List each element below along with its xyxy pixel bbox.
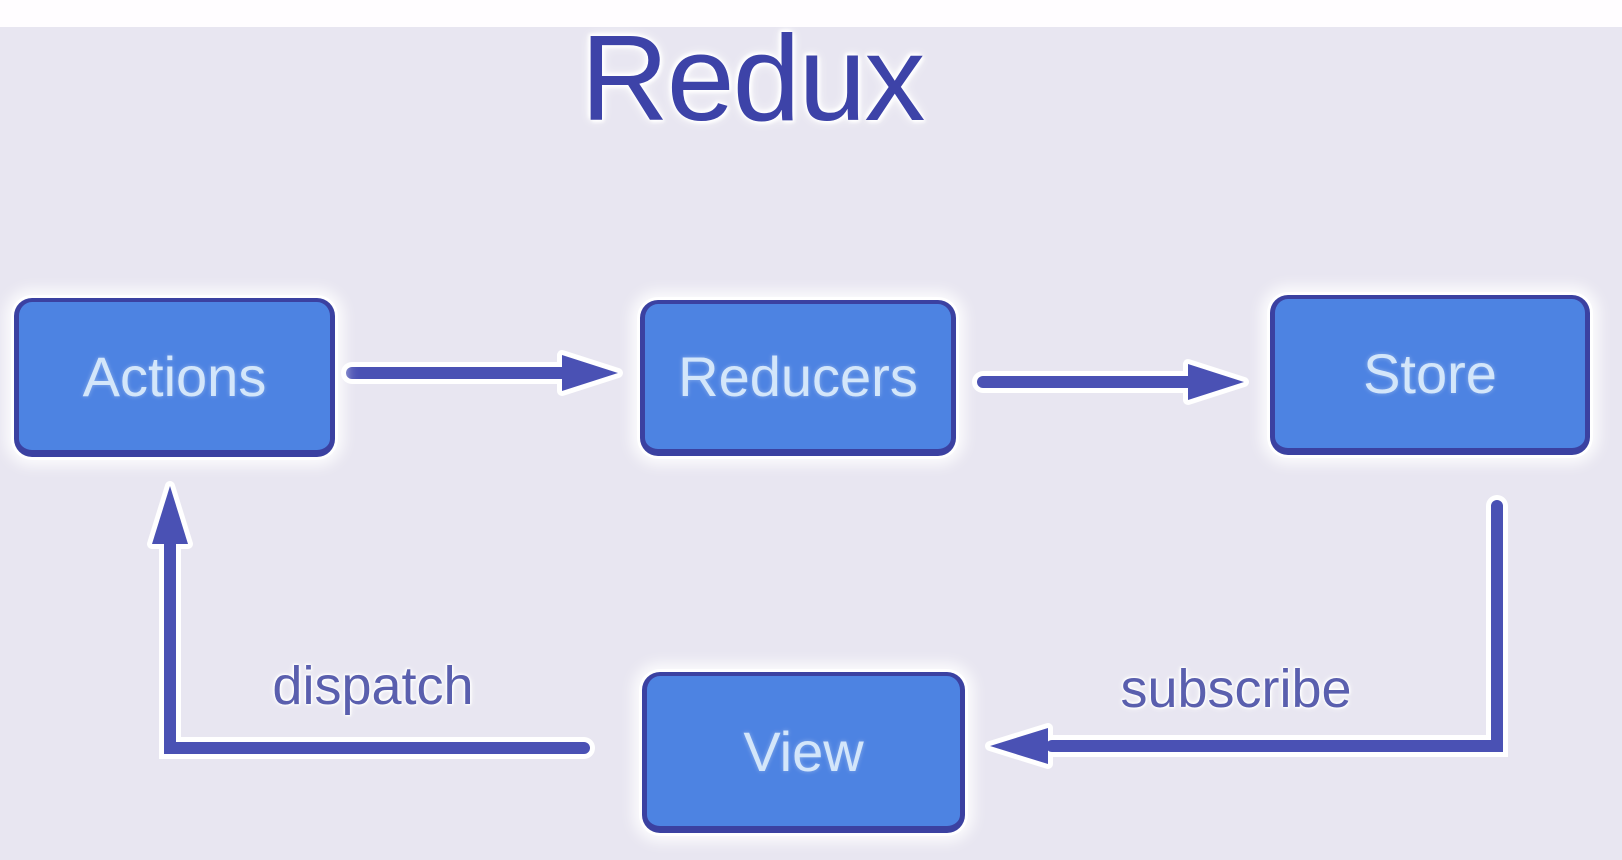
node-store: Store — [1270, 295, 1590, 455]
node-reducers-label: Reducers — [678, 345, 918, 408]
diagram-title: Redux — [580, 10, 926, 146]
edge-label-subscribe: subscribe — [1120, 659, 1352, 719]
arrow-store-to-view-subscribe — [1046, 500, 1503, 752]
node-actions: Actions — [14, 298, 335, 457]
top-strip — [0, 0, 1622, 27]
arrowhead-store-to-view — [990, 728, 1048, 764]
arrowhead-actions-to-reducers — [562, 355, 618, 391]
node-view-label: View — [743, 719, 864, 783]
node-view: View — [642, 672, 965, 833]
node-actions-label: Actions — [82, 344, 267, 408]
arrowhead-view-to-actions — [152, 486, 188, 544]
arrow-core-layer — [152, 355, 1503, 764]
node-reducers: Reducers — [640, 300, 956, 456]
arrowhead-reducers-to-store — [1188, 364, 1244, 400]
arrow-view-to-actions-halo — [159, 531, 595, 759]
arrow-view-to-actions-dispatch — [164, 536, 590, 754]
edge-label-dispatch: dispatch — [272, 656, 474, 716]
node-store-label: Store — [1363, 342, 1497, 405]
